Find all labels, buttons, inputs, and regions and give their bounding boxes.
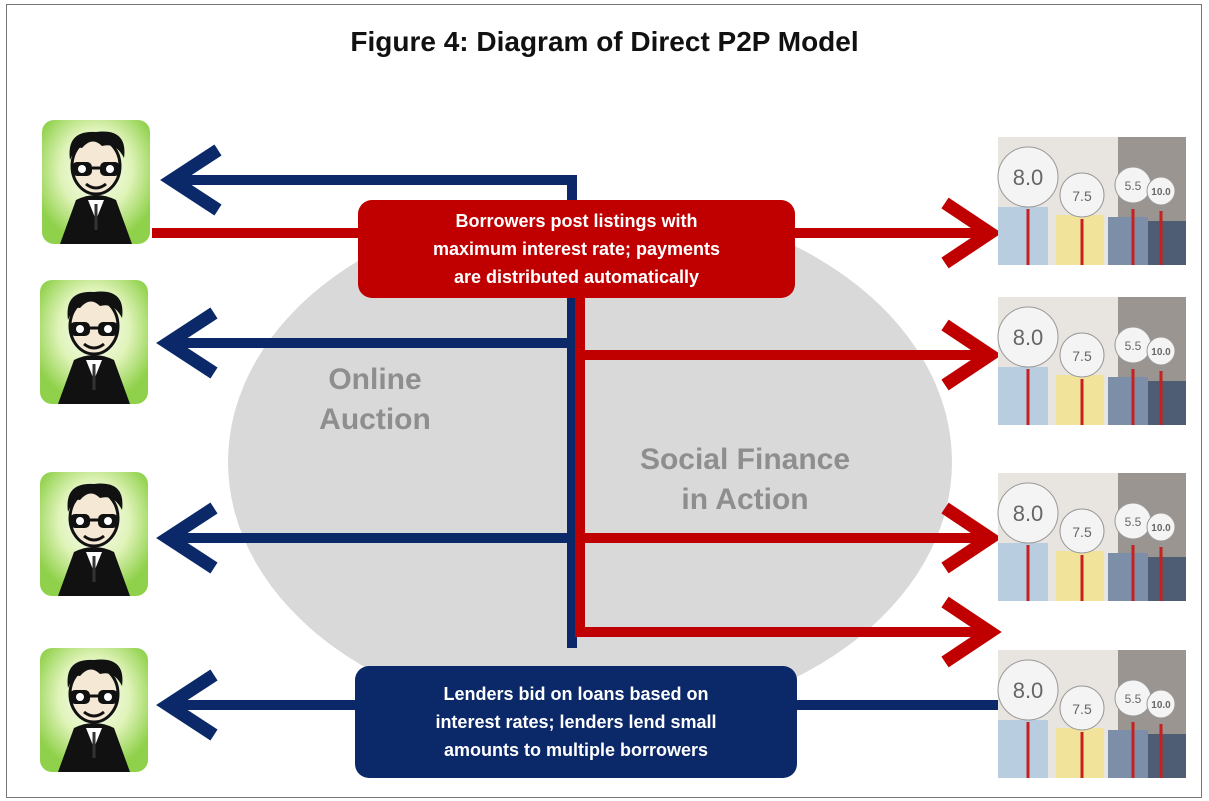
borrower-avatar-icon [38, 470, 150, 598]
borrower-description-box: Borrowers post listings with maximum int… [358, 200, 795, 298]
sign-number: 5.5 [1125, 515, 1142, 529]
lender-photo-image [996, 648, 1188, 780]
lender-photo-image [996, 295, 1188, 427]
central-oval [228, 200, 952, 724]
borrower-description-text: Borrowers post listings with maximum int… [432, 211, 721, 287]
figure-title: Figure 4: Diagram of Direct P2P Model [350, 26, 859, 57]
borrower-flow-lines [152, 228, 985, 637]
blue-arrowhead-1 [160, 144, 222, 216]
red-arrowhead-3 [941, 502, 1002, 574]
blue-arrowhead-2 [156, 307, 218, 379]
lender-trunk [180, 175, 577, 648]
lender-photo-image [996, 135, 1188, 267]
lender-arrowheads [156, 144, 222, 741]
sign-number: 8.0 [1013, 165, 1044, 190]
sign-number: 5.5 [1125, 692, 1142, 706]
sign-number: 7.5 [1072, 188, 1092, 204]
borrower-avatar-icon [38, 278, 150, 406]
lender-photo-image [996, 471, 1188, 603]
borrower-trunk [575, 298, 985, 637]
sign-number: 5.5 [1125, 339, 1142, 353]
blue-arrowhead-4 [156, 669, 218, 741]
blue-arrowhead-3 [156, 502, 218, 574]
lender-flow-lines [172, 175, 1000, 710]
red-arrowhead-1 [941, 197, 1002, 269]
online-auction-label: Online Auction [319, 363, 431, 436]
lender-description-box: Lenders bid on loans based on interest r… [355, 666, 797, 778]
red-arrowhead-4 [941, 596, 1002, 668]
borrower-avatars [38, 118, 152, 774]
red-arrowhead-2 [941, 319, 1002, 391]
sign-number: 7.5 [1072, 524, 1092, 540]
sign-labels: 8.0 7.5 5.5 10.0 8.0 7.5 5.5 10.0 8.0 7.… [1013, 165, 1171, 717]
lender-description-text: Lenders bid on loans based on interest r… [435, 684, 717, 760]
sign-number: 7.5 [1072, 348, 1092, 364]
sign-number: 10.0 [1151, 347, 1171, 358]
sign-number: 5.5 [1125, 179, 1142, 193]
borrower-avatar-icon [38, 646, 150, 774]
borrower-arrowheads [941, 197, 1002, 668]
borrower-avatar-icon [40, 118, 152, 246]
sign-number: 10.0 [1151, 700, 1171, 711]
sign-number: 7.5 [1072, 701, 1092, 717]
sign-number: 8.0 [1013, 325, 1044, 350]
sign-number: 8.0 [1013, 678, 1044, 703]
sign-number: 10.0 [1151, 187, 1171, 198]
sign-number: 8.0 [1013, 501, 1044, 526]
social-finance-label: Social Finance in Action [639, 443, 851, 516]
sign-number: 10.0 [1151, 523, 1171, 534]
